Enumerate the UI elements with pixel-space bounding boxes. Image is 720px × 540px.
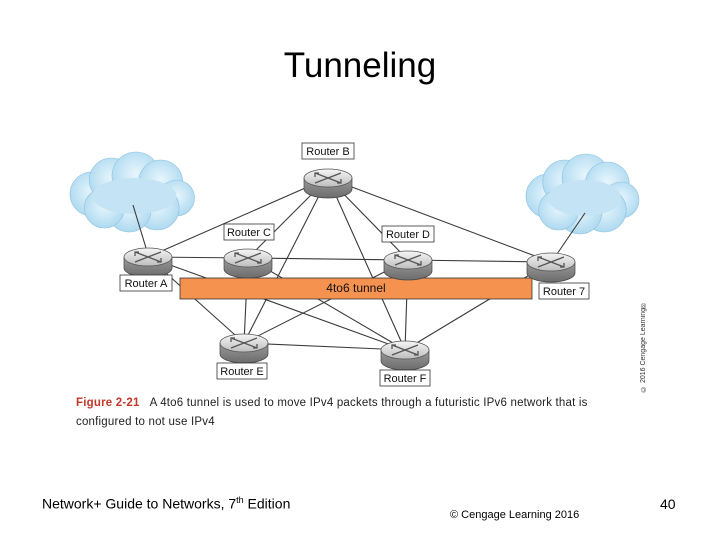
link-A-F (147, 256, 406, 351)
router-label-a: Router A (119, 274, 173, 292)
router-label-text: Router F (384, 373, 427, 385)
tunnel: 4to6 tunnel (179, 277, 533, 300)
router-b (303, 168, 353, 199)
router-arrows-icon (391, 344, 419, 356)
link-C-D (247, 257, 409, 261)
figure-number: Figure 2-21 (76, 397, 140, 409)
router-arrows-icon (394, 254, 422, 266)
link-cloud-right (556, 212, 586, 255)
router-label-text: Router B (306, 146, 349, 158)
router-d (383, 250, 433, 281)
router-label-text: Router A (125, 278, 168, 290)
link-F-G (404, 261, 552, 351)
router-label-text: Router D (386, 229, 430, 241)
routers: Router A Router B Router C Router D Router E… (119, 142, 590, 387)
router-label-text: Router C (227, 227, 271, 239)
router-arrows-icon (537, 256, 565, 268)
router-arrows-icon (134, 251, 162, 263)
router-a (123, 247, 173, 278)
router-label-c: Router C (223, 223, 275, 241)
link-B-F (327, 177, 406, 351)
link-A-B (147, 177, 329, 258)
footer-book-title: Network+ Guide to Networks, 7th Edition (42, 495, 290, 512)
router-label-f: Router F (379, 369, 431, 387)
tunnel-label: 4to6 tunnel (326, 281, 385, 295)
router-label-text: Router 7 (543, 286, 585, 298)
router-arrows-icon (314, 172, 342, 184)
router-g (526, 252, 576, 283)
router-label-text: Router E (220, 366, 263, 378)
router-label-d: Router D (381, 225, 435, 243)
router-arrows-icon (230, 337, 258, 349)
links (132, 177, 586, 351)
cloud-right (525, 153, 640, 235)
link-E-F (243, 342, 406, 351)
link-D-E (243, 259, 409, 344)
link-C-F (247, 257, 406, 351)
link-B-E (243, 177, 329, 344)
router-e (219, 333, 269, 364)
router-arrows-icon (234, 252, 262, 264)
image-credit: © 2016 Cengage Learning® (640, 300, 647, 392)
link-cloud-left (132, 204, 147, 249)
router-f (380, 340, 430, 371)
router-label-e: Router E (216, 362, 268, 380)
tunnel-bar (179, 277, 533, 300)
slide-title: Tunneling (283, 46, 437, 85)
link-B-G (327, 177, 552, 263)
book-title-prefix: Network+ Guide to Networks, 7 (42, 495, 237, 512)
book-title-suffix: Edition (243, 495, 291, 512)
router-label-g: Router 7 (538, 282, 590, 300)
book-title-sup: th (236, 495, 244, 505)
page-number: 40 (660, 496, 676, 512)
router-c (223, 248, 273, 279)
router-label-b: Router B (301, 142, 355, 160)
figure-caption-text: A 4to6 tunnel is used to move IPv4 packe… (76, 397, 588, 428)
cloud-left (69, 151, 195, 233)
footer-copyright: © Cengage Learning 2016 (450, 509, 580, 521)
